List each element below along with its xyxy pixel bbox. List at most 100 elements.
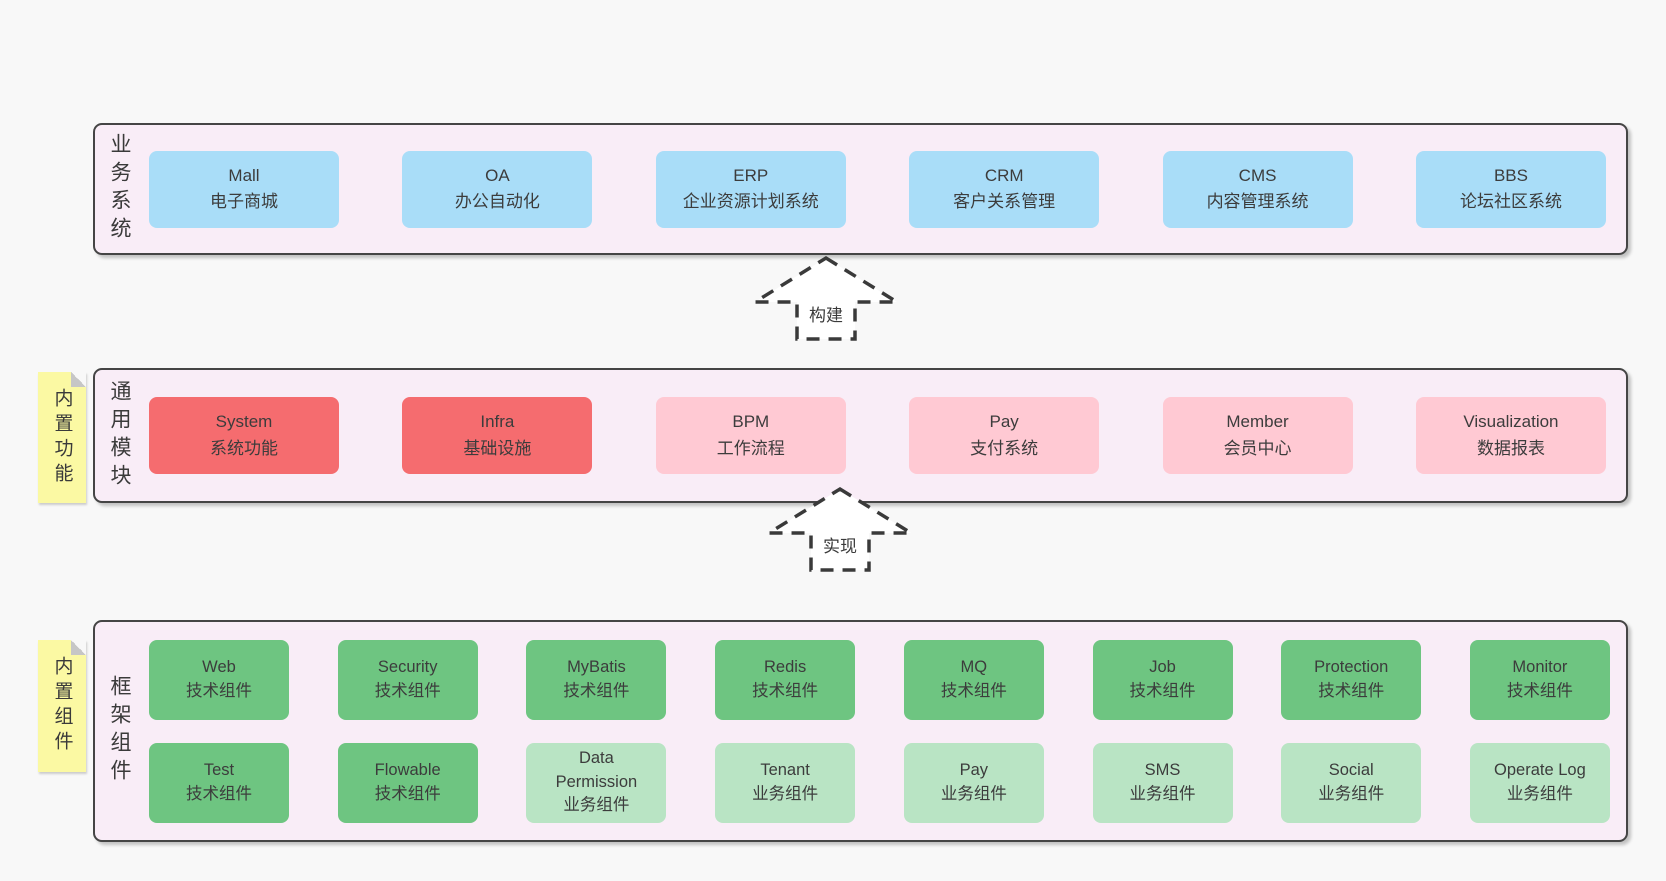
box-name: Tenant xyxy=(760,760,810,779)
framework-row-1: Web 技术组件 Security 技术组件 MyBatis 技术组件 Redi… xyxy=(149,639,1610,720)
box-name: SMS xyxy=(1144,760,1181,779)
box-desc: 系统功能 xyxy=(210,438,278,458)
builtin-functions-sticky: 内置功能 xyxy=(38,372,86,503)
box-name: Test xyxy=(203,760,235,779)
box-name: Data Permission xyxy=(555,748,638,791)
box-oa: OA 办公自动化 xyxy=(402,150,593,228)
box-sms: SMS 业务组件 xyxy=(1092,742,1233,823)
box-desc: 基础设施 xyxy=(463,438,532,458)
common-modules-band: 通用模块 System 系统功能 Infra 基础设施 BPM 工作流程 Pay… xyxy=(93,368,1628,503)
box-visualization: Visualization 数据报表 xyxy=(1415,397,1606,474)
box-desc: 业务组件 xyxy=(563,796,630,815)
box-security: Security 技术组件 xyxy=(337,639,478,720)
box-desc: 技术组件 xyxy=(940,681,1007,700)
up-arrow-icon: 实现 xyxy=(765,486,915,572)
box-operate-log: Operate Log 业务组件 xyxy=(1469,742,1610,823)
box-desc: 工作流程 xyxy=(716,438,785,458)
box-infra: Infra 基础设施 xyxy=(402,397,593,474)
band-label-business: 业务系统 xyxy=(108,133,131,245)
band-label-framework: 框架组件 xyxy=(108,675,131,787)
sticky-label: 内置功能 xyxy=(51,387,73,488)
box-desc: 业务组件 xyxy=(1129,784,1196,803)
box-desc: 技术组件 xyxy=(186,681,252,700)
implement-arrow-label: 实现 xyxy=(823,537,857,556)
box-social: Social 业务组件 xyxy=(1281,742,1422,823)
box-name: Job xyxy=(1149,657,1176,676)
box-desc: 支付系统 xyxy=(970,438,1039,458)
box-bbs: BBS 论坛社区系统 xyxy=(1415,150,1606,228)
box-desc: 技术组件 xyxy=(374,681,441,700)
box-desc: 业务组件 xyxy=(1506,784,1573,803)
box-desc: 技术组件 xyxy=(1506,681,1573,700)
box-name: Pay xyxy=(989,412,1019,432)
box-desc: 会员中心 xyxy=(1223,438,1292,458)
box-desc: 技术组件 xyxy=(752,681,819,700)
box-name: BPM xyxy=(732,412,770,432)
implement-arrow: 实现 xyxy=(765,486,915,574)
box-desc: 客户关系管理 xyxy=(953,192,1056,211)
framework-boxes: Web 技术组件 Security 技术组件 MyBatis 技术组件 Redi… xyxy=(143,622,1626,840)
box-desc: 论坛社区系统 xyxy=(1459,192,1562,211)
box-flowable: Flowable 技术组件 xyxy=(337,742,478,823)
box-name: Monitor xyxy=(1512,657,1568,676)
box-desc: 企业资源计划系统 xyxy=(682,192,819,211)
box-mall: Mall 电子商城 xyxy=(149,150,339,228)
box-pay-biz: Pay 业务组件 xyxy=(903,742,1044,823)
box-name: Visualization xyxy=(1463,412,1559,432)
box-name: Flowable xyxy=(374,760,441,779)
framework-row-2: Test 技术组件 Flowable 技术组件 Data Permission … xyxy=(149,742,1610,823)
box-desc: 业务组件 xyxy=(752,784,819,803)
box-name: Pay xyxy=(959,760,989,779)
box-test: Test 技术组件 xyxy=(149,742,289,823)
build-arrow-label: 构建 xyxy=(809,306,843,325)
box-desc: 技术组件 xyxy=(1318,681,1385,700)
box-name: CMS xyxy=(1238,165,1277,185)
box-redis: Redis 技术组件 xyxy=(715,639,856,720)
box-monitor: Monitor 技术组件 xyxy=(1469,639,1610,720)
box-name: OA xyxy=(485,165,510,185)
business-boxes: Mall 电子商城 OA 办公自动化 ERP 企业资源计划系统 CRM 客户关系… xyxy=(143,125,1626,253)
box-name: Mall xyxy=(228,165,260,185)
box-desc: 技术组件 xyxy=(563,681,630,700)
box-erp: ERP 企业资源计划系统 xyxy=(655,150,846,228)
box-name: MyBatis xyxy=(567,657,626,676)
business-systems-band: 业务系统 Mall 电子商城 OA 办公自动化 ERP 企业资源计划系统 CRM… xyxy=(93,123,1628,255)
box-name: Infra xyxy=(480,412,515,432)
box-name: CRM xyxy=(984,165,1024,185)
box-name: MQ xyxy=(960,657,988,676)
box-name: ERP xyxy=(733,165,769,185)
box-desc: 业务组件 xyxy=(940,784,1007,803)
box-mq: MQ 技术组件 xyxy=(903,639,1044,720)
up-arrow-icon: 构建 xyxy=(751,255,901,341)
box-system: System 系统功能 xyxy=(149,397,339,474)
box-web: Web 技术组件 xyxy=(149,639,289,720)
box-name: System xyxy=(215,412,273,432)
box-name: Redis xyxy=(764,657,807,676)
box-pay: Pay 支付系统 xyxy=(909,397,1100,474)
box-name: Web xyxy=(202,657,236,676)
box-crm: CRM 客户关系管理 xyxy=(909,150,1100,228)
box-desc: 办公自动化 xyxy=(454,192,540,211)
box-name: Protection xyxy=(1314,657,1389,676)
box-data-permission: Data Permission 业务组件 xyxy=(526,742,667,823)
box-protection: Protection 技术组件 xyxy=(1281,639,1422,720)
box-desc: 技术组件 xyxy=(186,784,252,803)
box-name: Security xyxy=(377,657,438,676)
box-job: Job 技术组件 xyxy=(1092,639,1233,720)
builtin-components-sticky: 内置组件 xyxy=(38,640,86,772)
box-desc: 电子商城 xyxy=(210,192,278,211)
build-arrow: 构建 xyxy=(751,255,901,343)
box-desc: 数据报表 xyxy=(1476,438,1545,458)
sticky-label: 内置组件 xyxy=(51,656,73,756)
band-label-modules: 通用模块 xyxy=(108,379,131,492)
box-name: BBS xyxy=(1493,165,1528,185)
box-desc: 业务组件 xyxy=(1318,784,1385,803)
box-name: Operate Log xyxy=(1494,760,1586,779)
box-desc: 内容管理系统 xyxy=(1206,192,1309,211)
box-name: Social xyxy=(1328,760,1374,779)
box-tenant: Tenant 业务组件 xyxy=(715,742,856,823)
box-name: Member xyxy=(1226,412,1289,432)
box-desc: 技术组件 xyxy=(1129,681,1196,700)
box-desc: 技术组件 xyxy=(374,784,441,803)
